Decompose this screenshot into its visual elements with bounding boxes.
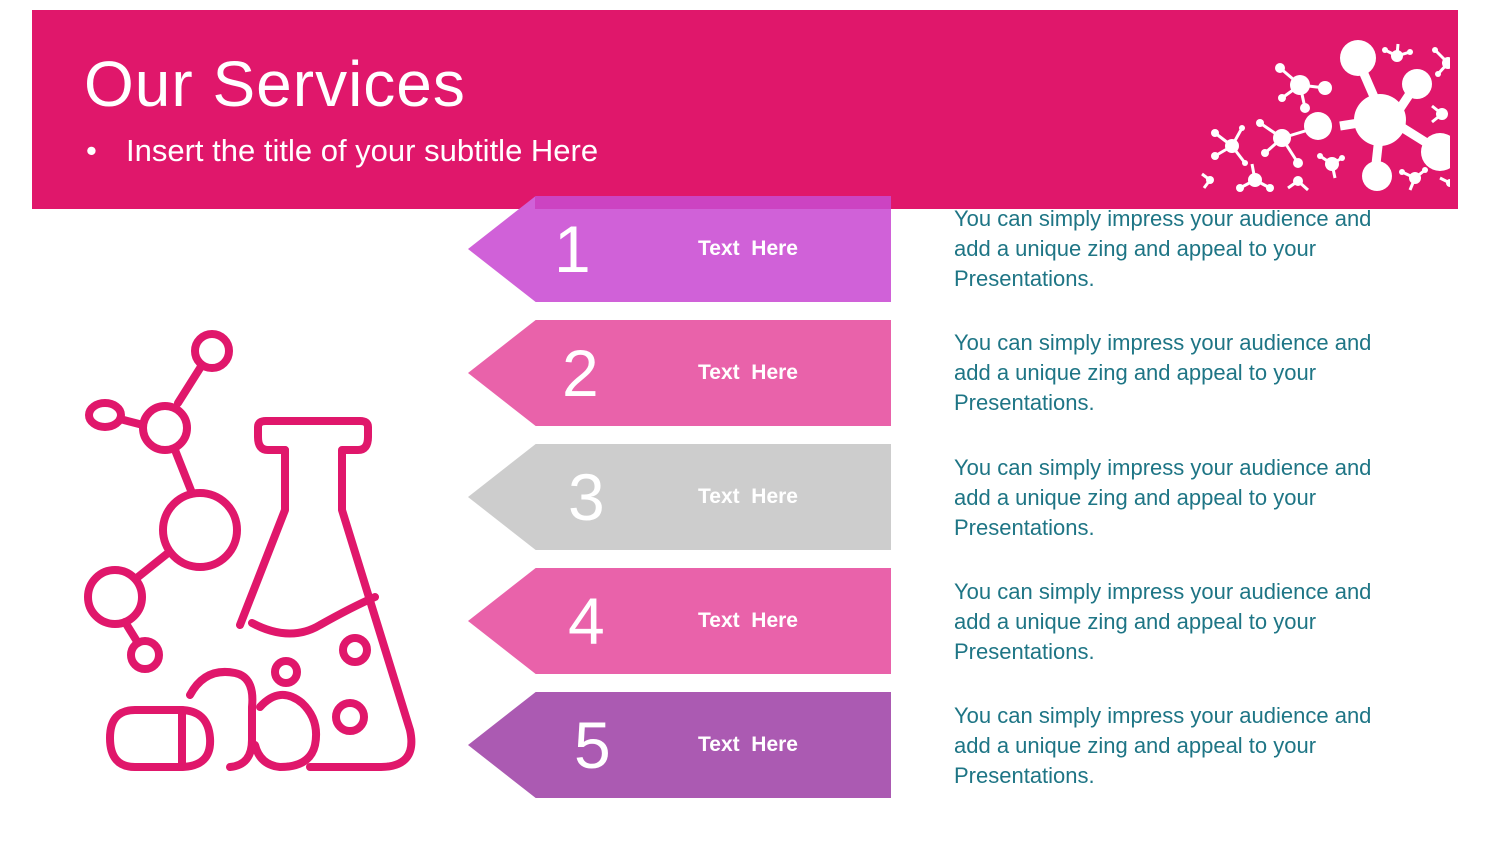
step-1-number: 1: [554, 212, 591, 286]
step-2: 2 Text Here: [468, 320, 891, 426]
step-4-arrow-shape: [468, 568, 891, 674]
header-overlap-tint: [535, 196, 891, 209]
step-2-arrow-shape: [468, 320, 891, 426]
step-3-arrow-shape: [468, 444, 891, 550]
step-4: 4 Text Here: [468, 568, 891, 674]
step-1-description: You can simply impress your audience and…: [954, 206, 1372, 291]
step-5-label: Text Here: [698, 733, 798, 756]
subtitle-text: Insert the title of your subtitle Here: [126, 133, 599, 168]
step-1-label: Text Here: [698, 237, 798, 260]
step-5-arrow-shape: [468, 692, 891, 798]
step-2-description: You can simply impress your audience and…: [954, 330, 1372, 415]
step-3-label: Text Here: [698, 485, 798, 508]
flask-molecule-pills-icon: [84, 330, 416, 771]
molecule-cluster-icon: [1201, 40, 1450, 192]
step-3: 3 Text Here: [468, 444, 891, 550]
subtitle-bullet: •: [86, 133, 97, 168]
slide-subtitle: • Insert the title of your subtitle Here: [86, 135, 598, 166]
step-4-number: 4: [568, 584, 605, 658]
step-5: 5 Text Here: [468, 692, 891, 798]
step-2-label: Text Here: [698, 361, 798, 384]
step-3-description: You can simply impress your audience and…: [954, 455, 1372, 540]
step-4-label: Text Here: [698, 609, 798, 632]
step-2-number: 2: [562, 336, 599, 410]
step-3-number: 3: [568, 460, 605, 534]
step-1: 1 Text Here: [468, 196, 891, 302]
step-1-arrow-shape: [468, 196, 891, 302]
slide-title: Our Services: [84, 48, 466, 120]
header-band: Our Services • Insert the title of your …: [32, 10, 1458, 209]
step-5-description: You can simply impress your audience and…: [954, 703, 1372, 788]
step-5-number: 5: [574, 708, 611, 782]
step-4-description: You can simply impress your audience and…: [954, 579, 1372, 664]
